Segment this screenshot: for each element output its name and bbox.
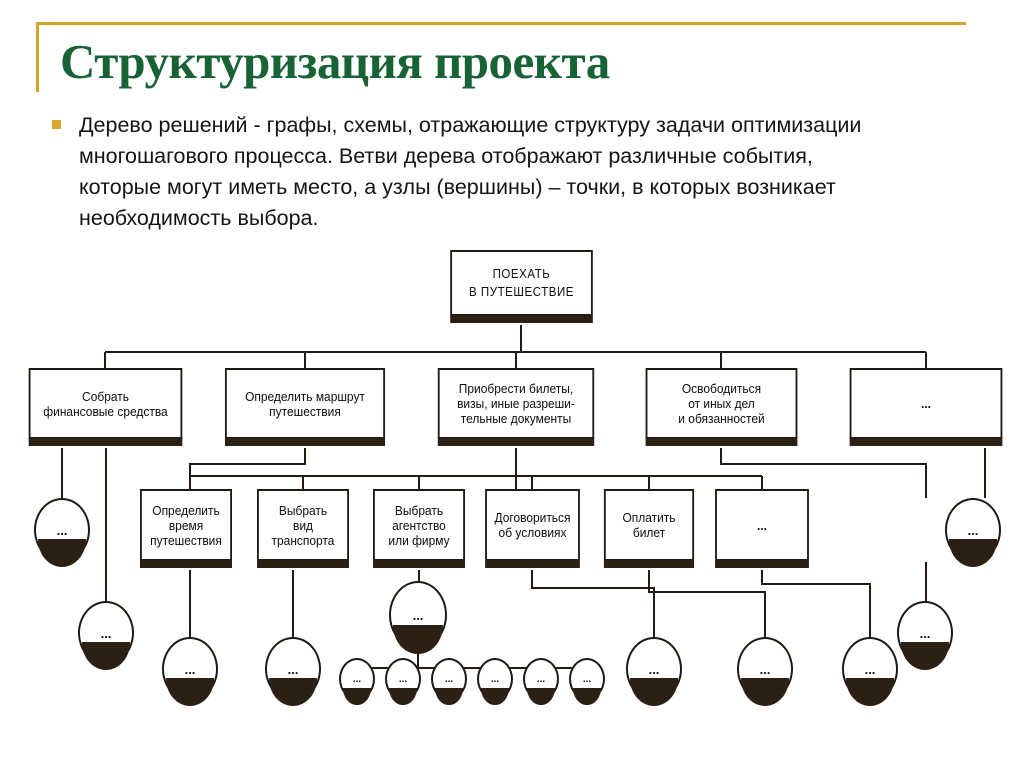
node-label: ... <box>921 396 931 411</box>
ellipsis-label: ... <box>864 661 876 677</box>
tree-node-ellipse[interactable]: ... <box>389 581 447 654</box>
ellipsis-label: ... <box>56 522 68 538</box>
tree-node-ellipse[interactable]: ... <box>737 637 793 706</box>
node-label: ПОЕХАТЬ В ПУТЕШЕСТВИЕ <box>468 267 575 299</box>
tree-node-ellipse[interactable]: ... <box>162 637 218 706</box>
ellipsis-label: ... <box>287 661 299 677</box>
tree-node-ellipse[interactable]: ... <box>626 637 682 706</box>
tree-node-box[interactable]: Выбрать вид транспорта <box>257 489 349 568</box>
tree-node-box[interactable]: Собрать финансовые средства <box>28 368 183 446</box>
ellipsis-label: ... <box>184 661 196 677</box>
tree-connector-lines <box>61 325 986 669</box>
node-label: Освободиться от иных дел и обязанностей <box>678 381 765 426</box>
ellipsis-label: ... <box>490 673 500 685</box>
ellipsis-label: ... <box>759 661 771 677</box>
tree-node-box[interactable]: ... <box>715 489 809 568</box>
tree-node-box[interactable]: Оплатить билет <box>603 489 695 568</box>
tree-node-ellipse[interactable]: ... <box>569 658 605 705</box>
tree-node-ellipse[interactable]: ... <box>945 498 1001 567</box>
tree-node-ellipse[interactable]: ... <box>431 658 467 705</box>
tree-node-ellipse[interactable]: ... <box>339 658 375 705</box>
node-label: Приобрести билеты, визы, иные разреши- т… <box>457 381 575 426</box>
tree-node-ellipse[interactable]: ... <box>265 637 321 706</box>
node-label: Оплатить билет <box>622 510 676 540</box>
node-label: Выбрать агентство или фирму <box>388 502 450 548</box>
tree-node-box[interactable]: ПОЕХАТЬ В ПУТЕШЕСТВИЕ <box>450 250 593 323</box>
ellipsis-label: ... <box>536 673 546 685</box>
tree-node-ellipse[interactable]: ... <box>842 637 898 706</box>
decision-tree-diagram: ПОЕХАТЬ В ПУТЕШЕСТВИЕ Собрать финансовые… <box>0 236 1024 736</box>
page-title: Структуризация проекта <box>60 34 610 89</box>
tree-node-ellipse[interactable]: ... <box>523 658 559 705</box>
tree-node-box[interactable]: Определить время путешествия <box>140 489 232 568</box>
tree-node-box[interactable]: Приобрести билеты, визы, иные разреши- т… <box>437 368 595 446</box>
node-label: ... <box>757 517 767 533</box>
tree-node-box[interactable]: Определить маршрут путешествия <box>224 368 386 446</box>
tree-node-ellipse[interactable]: ... <box>385 658 421 705</box>
tree-node-ellipse[interactable]: ... <box>78 601 134 670</box>
tree-node-box[interactable]: Выбрать агентство или фирму <box>373 489 465 568</box>
ellipsis-label: ... <box>352 673 362 685</box>
bullet-marker-icon <box>52 120 61 129</box>
tree-node-ellipse[interactable]: ... <box>477 658 513 705</box>
bullet-list: Дерево решений - графы, схемы, отражающи… <box>52 110 942 234</box>
ellipsis-label: ... <box>100 625 112 641</box>
ellipsis-label: ... <box>648 661 660 677</box>
node-label: Собрать финансовые средства <box>43 388 168 419</box>
frame-top-rule <box>36 22 966 25</box>
node-label: Договориться об условиях <box>494 510 571 540</box>
node-label: Определить время путешествия <box>150 502 222 548</box>
ellipsis-label: ... <box>412 607 424 623</box>
tree-node-box[interactable]: ... <box>849 368 1003 446</box>
ellipsis-label: ... <box>967 522 979 538</box>
ellipsis-label: ... <box>398 673 408 685</box>
tree-node-ellipse[interactable]: ... <box>897 601 953 670</box>
bullet-text: Дерево решений - графы, схемы, отражающи… <box>79 113 862 230</box>
tree-node-box[interactable]: Договориться об условиях <box>485 489 580 568</box>
tree-node-ellipse[interactable]: ... <box>34 498 90 567</box>
ellipsis-label: ... <box>444 673 454 685</box>
ellipsis-label: ... <box>919 625 931 641</box>
node-label: Определить маршрут путешествия <box>245 388 365 419</box>
ellipsis-label: ... <box>582 673 592 685</box>
frame-left-rule <box>36 22 39 92</box>
tree-node-box[interactable]: Освободиться от иных дел и обязанностей <box>645 368 798 446</box>
node-label: Выбрать вид транспорта <box>271 502 335 548</box>
